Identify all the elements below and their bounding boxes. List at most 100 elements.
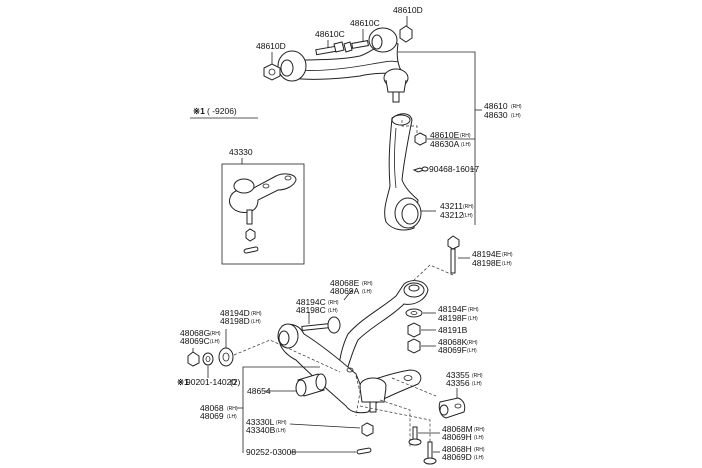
label-90252-03008: 90252-03008 [246, 447, 296, 457]
label-43212: 43212 [440, 210, 464, 220]
svg-text:(LH): (LH) [461, 142, 471, 148]
svg-text:(RH): (RH) [472, 373, 483, 379]
ball-joint-nut-43330l[interactable] [361, 422, 374, 437]
label-48069h: 48069H [442, 432, 472, 442]
upper-control-arm[interactable] [277, 27, 409, 103]
svg-text:(RH): (RH) [210, 331, 221, 337]
washer-48194f[interactable] [405, 308, 423, 318]
nut-48610d-right[interactable] [399, 25, 413, 43]
svg-text:(LH): (LH) [463, 213, 473, 219]
label-48198d: 48198D [220, 316, 250, 326]
label-43330-box: 43330 [229, 147, 253, 157]
label-star-marker: ※1 [177, 377, 189, 387]
bolt-48194c[interactable] [301, 316, 341, 334]
label-43356: 43356 [446, 378, 470, 388]
bolt-48610c-right[interactable] [343, 40, 369, 53]
svg-text:(RH): (RH) [251, 311, 262, 317]
svg-text:(RH): (RH) [276, 420, 287, 426]
label-48610c-left: 48610C [315, 29, 345, 39]
label-48194c: 48194C [296, 297, 326, 307]
ball-joint-kit-box [221, 163, 305, 265]
cotter-pin-90468[interactable] [412, 166, 429, 173]
svg-text:(LH): (LH) [210, 339, 220, 345]
strut-rod[interactable] [337, 280, 429, 373]
label-43211: 43211 [440, 201, 463, 211]
bolt-48610c-left[interactable] [315, 41, 345, 56]
svg-text:(RH): (RH) [502, 252, 513, 258]
label-48194d: 48194D [220, 308, 250, 318]
svg-text:(LH): (LH) [251, 319, 261, 325]
label-90468-16017: 90468-16017 [429, 164, 479, 174]
label-48610c-right: 48610C [350, 18, 380, 28]
svg-text:(LH): (LH) [227, 414, 237, 420]
cotter-pin-90252[interactable] [356, 447, 372, 455]
svg-text:(RH): (RH) [328, 300, 339, 306]
svg-text:(RH): (RH) [227, 406, 238, 412]
label-48610d-left: 48610D [256, 41, 286, 51]
washer-90201[interactable] [202, 352, 214, 366]
label-48068g: 48068G [180, 328, 210, 338]
label-43340b: 43340B [246, 425, 276, 435]
svg-text:(RH): (RH) [474, 447, 485, 453]
svg-text:(LH): (LH) [472, 381, 482, 387]
bolt-48068m[interactable] [408, 426, 422, 446]
label-48610d-right: 48610D [393, 5, 423, 15]
nut-48610d-left[interactable] [263, 63, 281, 81]
svg-text:(RH): (RH) [362, 281, 373, 287]
bolt-48068h[interactable] [423, 441, 437, 465]
label-48068m: 48068M [442, 424, 473, 434]
label-48069a: 48069A [330, 286, 360, 296]
svg-text:(LH): (LH) [362, 289, 372, 295]
label-48068: 48068 [200, 403, 224, 413]
svg-text:(RH): (RH) [463, 204, 474, 210]
label-43355: 43355 [446, 370, 470, 380]
svg-text:(LH): (LH) [474, 435, 484, 441]
svg-text:(LH): (LH) [502, 261, 512, 267]
svg-text:(RH): (RH) [468, 307, 479, 313]
label-48069: 48069 [200, 411, 224, 421]
ball-joint-kit[interactable] [229, 173, 297, 254]
label-48191b: 48191B [438, 325, 468, 335]
label-48630a: 48630A [430, 139, 460, 149]
svg-text:(RH): (RH) [460, 133, 471, 139]
nut-48068g[interactable] [187, 351, 200, 367]
svg-text:(LH): (LH) [468, 316, 478, 322]
label-48194e: 48194E [472, 249, 502, 259]
footnote-marker: ※1 [193, 106, 205, 116]
label-90201-qty: (2) [230, 377, 241, 387]
label-48654: 48654 [247, 386, 271, 396]
svg-text:(LH): (LH) [511, 113, 521, 119]
label-48194f: 48194F [438, 304, 467, 314]
nut-48068k[interactable] [407, 338, 421, 354]
label-48610e: 48610E [430, 130, 460, 140]
bolt-48194e[interactable] [447, 235, 460, 274]
label-90201-14020: 90201-14020 [186, 377, 236, 387]
svg-text:(RH): (RH) [467, 340, 478, 346]
svg-text:(LH): (LH) [467, 348, 477, 354]
washer-48194d[interactable] [218, 347, 234, 367]
label-48069d: 48069D [442, 452, 472, 462]
label-48198f: 48198F [438, 313, 467, 323]
label-48630: 48630 [484, 110, 508, 120]
lower-control-arm[interactable] [277, 323, 422, 414]
svg-text:(RH): (RH) [511, 104, 522, 110]
svg-text:(RH): (RH) [474, 427, 485, 433]
svg-text:(LH): (LH) [276, 428, 286, 434]
label-48198e: 48198E [472, 258, 502, 268]
nut-48191b[interactable] [407, 322, 421, 338]
label-43330l: 43330L [246, 417, 275, 427]
bushing-48654[interactable] [295, 373, 327, 397]
label-48610: 48610 [484, 101, 508, 111]
bracket-43355[interactable] [438, 397, 466, 419]
svg-text:(LH): (LH) [474, 455, 484, 461]
footnote-range: ( -9206) [207, 106, 237, 116]
label-48068h: 48068H [442, 444, 472, 454]
label-48068e: 48068E [330, 278, 360, 288]
svg-text:(LH): (LH) [328, 308, 338, 314]
label-48198c: 48198C [296, 305, 326, 315]
label-48069f: 48069F [438, 345, 467, 355]
label-48068k: 48068K [438, 337, 468, 347]
nut-48610e[interactable] [414, 132, 427, 146]
steering-knuckle[interactable] [384, 113, 422, 231]
